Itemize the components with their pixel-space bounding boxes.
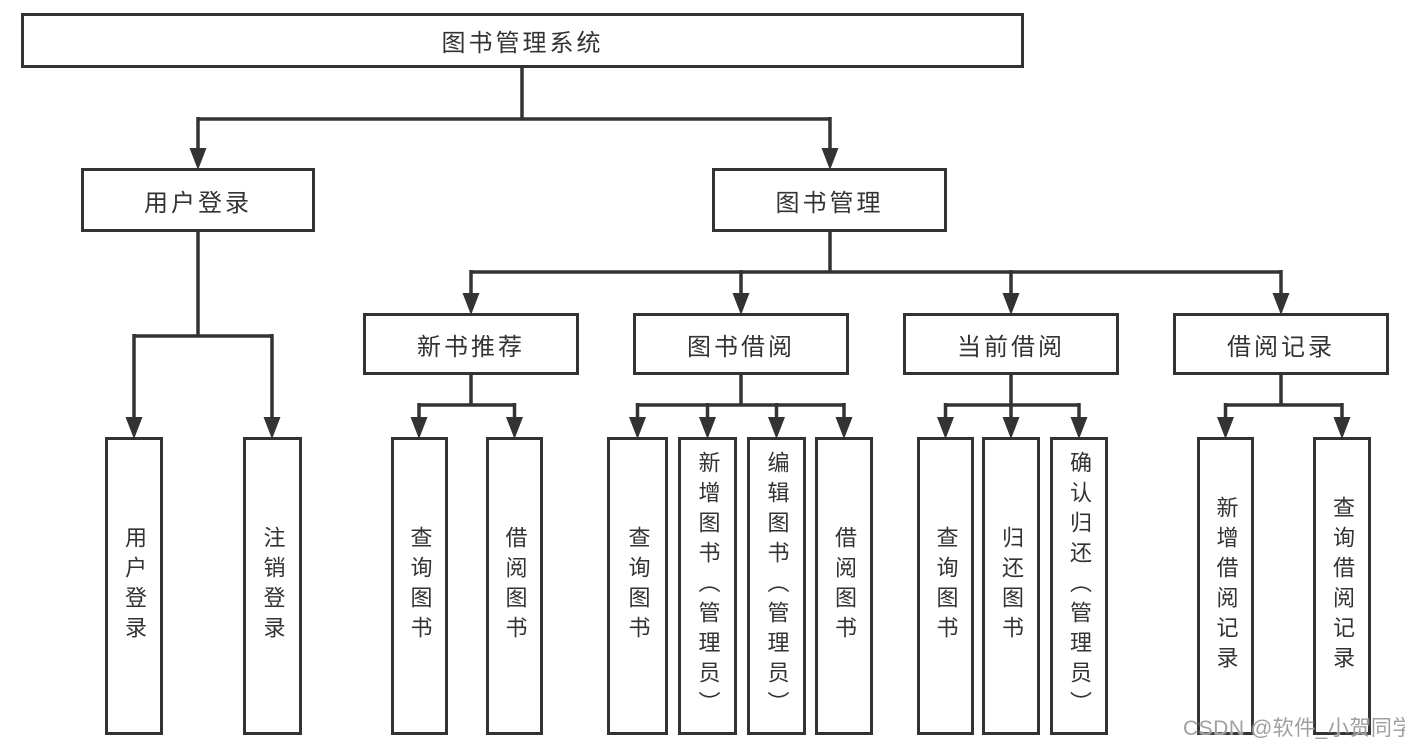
- csdn-watermark: CSDN @软件_小贺同学: [1183, 717, 1405, 740]
- connector-current-to-children: [943, 375, 1081, 420]
- leaf-cb-query-books: 查询图书: [917, 437, 974, 735]
- connector-root-to-level2: [196, 68, 832, 150]
- node-user-login-label: 用户登录: [144, 189, 252, 217]
- leaf-bb-borrow-books: 借阅图书: [815, 437, 873, 735]
- node-book-borrowing-label: 图书借阅: [687, 333, 795, 361]
- leaf-br-add-record: 新增借阅记录: [1197, 437, 1254, 735]
- node-book-management-label: 图书管理: [775, 189, 884, 217]
- leaf-rec-borrow-books: 借阅图书: [486, 437, 543, 735]
- leaf-logout-label: 注销登录: [260, 526, 286, 646]
- node-root-label: 图书管理系统: [441, 30, 604, 57]
- leaf-user-login: 用户登录: [105, 437, 163, 735]
- connector-records-to-children: [1223, 375, 1344, 420]
- leaf-bb-edit-books-label: 编辑图书（管理员）: [764, 451, 790, 721]
- leaf-bb-add-books-label: 新增图书（管理员）: [695, 451, 721, 721]
- leaf-bb-edit-books: 编辑图书（管理员）: [747, 437, 806, 735]
- arrowhead: [768, 417, 785, 439]
- leaf-br-query-record-label: 查询借阅记录: [1330, 496, 1355, 676]
- arrowhead: [732, 293, 750, 315]
- leaf-cb-confirm-return-label: 确认归还（管理员）: [1067, 451, 1092, 721]
- arrowhead: [1217, 417, 1234, 439]
- node-current-borrowing: 当前借阅: [903, 313, 1119, 375]
- node-root: 图书管理系统: [21, 13, 1024, 68]
- arrowhead: [1002, 417, 1020, 439]
- arrowhead: [629, 417, 646, 439]
- leaf-br-query-record: 查询借阅记录: [1313, 437, 1371, 735]
- leaf-rec-query-books: 查询图书: [391, 437, 448, 735]
- leaf-rec-borrow-books-label: 借阅图书: [502, 526, 528, 646]
- node-borrowing-records-label: 借阅记录: [1227, 333, 1335, 361]
- leaf-bb-query-books-label: 查询图书: [625, 526, 651, 646]
- arrowhead: [1272, 293, 1290, 315]
- arrowhead: [699, 417, 716, 439]
- arrowhead: [1070, 417, 1088, 439]
- leaf-br-add-record-label: 新增借阅记录: [1213, 496, 1239, 676]
- leaf-cb-query-books-label: 查询图书: [933, 526, 959, 646]
- node-new-book-recommend-label: 新书推荐: [417, 333, 525, 361]
- arrowhead: [462, 293, 480, 315]
- leaf-user-login-label: 用户登录: [122, 526, 147, 646]
- node-book-management: 图书管理: [712, 168, 947, 232]
- arrowhead: [1002, 293, 1020, 315]
- leaf-bb-borrow-books-label: 借阅图书: [832, 526, 857, 646]
- connector-shafts: [132, 68, 1344, 420]
- arrowhead: [1333, 417, 1351, 439]
- leaf-bb-add-books: 新增图书（管理员）: [678, 437, 737, 735]
- arrowhead: [937, 417, 954, 439]
- arrowhead: [835, 417, 853, 439]
- arrowhead: [189, 148, 207, 170]
- leaf-cb-confirm-return: 确认归还（管理员）: [1050, 437, 1108, 735]
- arrowhead: [506, 417, 523, 439]
- arrowhead: [410, 417, 428, 439]
- connector-bookmgmt-to-level3: [469, 232, 1283, 296]
- connector-rec-to-children: [417, 375, 517, 420]
- node-borrowing-records: 借阅记录: [1173, 313, 1389, 375]
- arrowhead: [125, 417, 143, 439]
- leaf-logout: 注销登录: [243, 437, 302, 735]
- arrowheads: [125, 148, 1351, 439]
- leaf-cb-return-books-label: 归还图书: [999, 526, 1024, 646]
- arrowhead: [263, 417, 281, 439]
- connector-borrow-to-children: [635, 375, 846, 420]
- node-current-borrowing-label: 当前借阅: [957, 333, 1065, 361]
- node-user-login: 用户登录: [81, 168, 315, 232]
- leaf-rec-query-books-label: 查询图书: [407, 526, 433, 646]
- node-new-book-recommend: 新书推荐: [363, 313, 579, 375]
- connector-userlogin-to-children: [132, 232, 274, 420]
- arrowhead: [821, 148, 839, 170]
- leaf-bb-query-books: 查询图书: [607, 437, 668, 735]
- node-book-borrowing: 图书借阅: [633, 313, 849, 375]
- leaf-cb-return-books: 归还图书: [982, 437, 1040, 735]
